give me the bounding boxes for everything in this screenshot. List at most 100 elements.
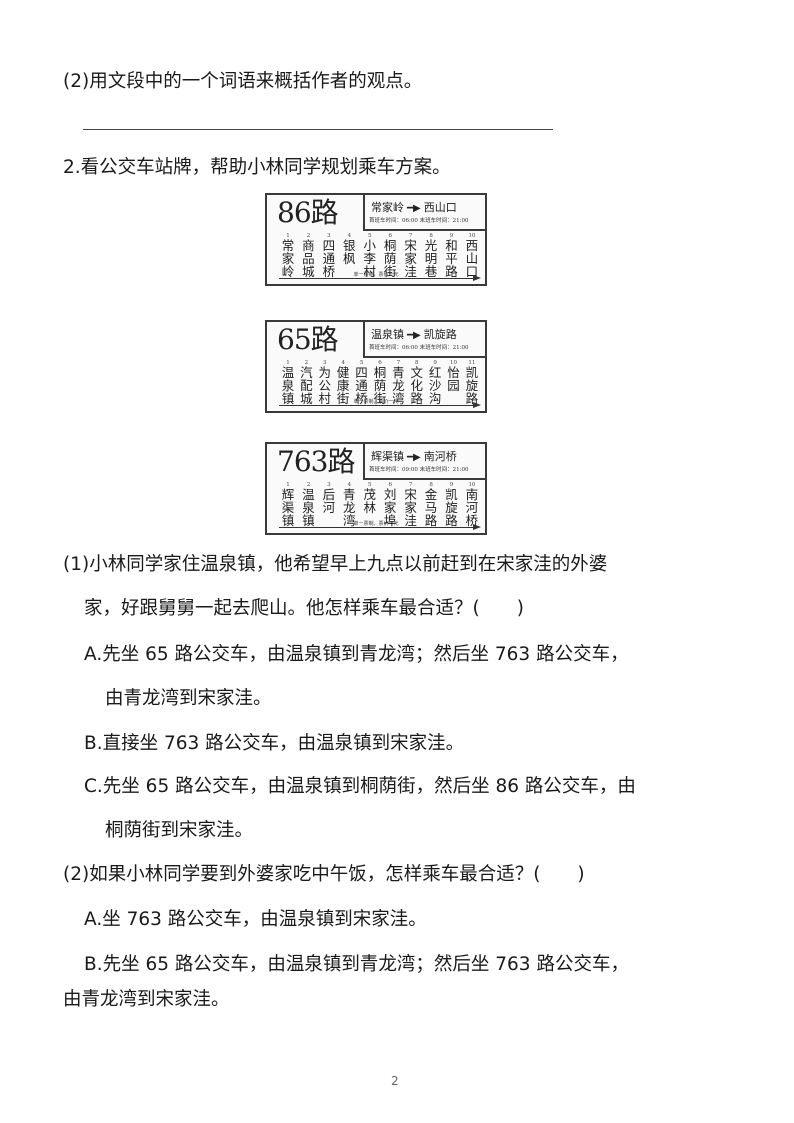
- stop-number: 6: [388, 482, 392, 488]
- stop-name: 青龙湾: [392, 365, 405, 406]
- fare-note: 单一票制，票价一元: [353, 272, 399, 278]
- stop-number: 6: [378, 360, 382, 366]
- direction: 常家岭━▶西山口: [371, 199, 457, 215]
- q2-option-b-line1: B.先坐 65 路公交车，由温泉镇到青龙湾；然后坐 763 路公交车，: [84, 954, 629, 975]
- stop-name: 银枫: [343, 238, 356, 266]
- stop-name: 温泉镇: [281, 365, 295, 406]
- page-number: 2: [391, 1074, 399, 1088]
- stop-name: 汽配城: [300, 365, 313, 406]
- q1-option-b: B.直接坐 763 路公交车，由温泉镇到宋家洼。: [84, 733, 465, 754]
- route-number: 65路: [277, 323, 339, 356]
- direction-to: 西山口: [423, 201, 457, 214]
- stop-number: 3: [327, 233, 331, 239]
- direction: 温泉镇━▶凯旋路: [371, 326, 457, 342]
- q1-option-c-line2: 桐荫街到宋家洼。: [105, 820, 254, 841]
- stop-name: 温泉镇: [302, 487, 315, 528]
- stop-name: 宋家洼: [404, 238, 417, 279]
- direction-to: 南河桥: [423, 450, 457, 463]
- stop-name: 怡园: [447, 365, 460, 393]
- stop-name: 南河桥: [465, 487, 479, 528]
- stop-name: 后河: [322, 487, 336, 515]
- stop-name: 文化路: [410, 365, 423, 406]
- q1-option-a-line1: A.先坐 65 路公交车，由温泉镇到青龙湾；然后坐 763 路公交车，: [84, 644, 629, 665]
- route-number: 86路: [277, 196, 339, 229]
- stop-number: 9: [433, 360, 437, 366]
- sign-header: 常家岭━▶西山口 首班车时间：06:00 末班车时间：21:00: [363, 195, 485, 231]
- direction-from: 辉渠镇: [371, 450, 404, 463]
- q2-stem: (2)如果小林同学要到外婆家吃中午饭，怎样乘车最合适？( ): [63, 864, 585, 885]
- route-arrow-icon: [279, 402, 481, 408]
- stop-name: 刘家埠: [383, 487, 397, 528]
- q1-stem-line1: (1)小林同学家住温泉镇，他希望早上九点以前赶到在宋家洼的外婆: [63, 554, 608, 575]
- stop-number: 4: [347, 233, 352, 239]
- stop-name: 健康街: [336, 365, 350, 406]
- stop-number: 4: [347, 482, 352, 488]
- q1-option-a-line2: 由青龙湾到宋家洼。: [105, 688, 272, 709]
- stop-name: 桐荫街: [383, 238, 397, 279]
- fare-note: 单一票制，票价一元: [353, 399, 399, 405]
- stop-number: 3: [323, 360, 327, 366]
- stop-name: 常家岭: [281, 238, 295, 279]
- stop-number: 1: [286, 233, 290, 239]
- service-times: 首班车时间：09:00 末班车时间：21:00: [369, 467, 469, 473]
- stop-number: 10: [450, 360, 458, 366]
- stop-name: 商品城: [302, 238, 315, 279]
- stop-number: 10: [468, 482, 476, 488]
- stop-name: 四通桥: [322, 238, 336, 279]
- route-arrow-icon: [279, 275, 481, 281]
- stop-number: 5: [359, 360, 364, 366]
- stop-number: 1: [286, 360, 290, 366]
- fare-note: 单一票制，票价一元: [353, 521, 399, 527]
- stop-number: 7: [408, 482, 413, 488]
- route-arrow-icon: [279, 524, 481, 530]
- arrow-right-icon: ━▶: [407, 330, 421, 341]
- question-2-sub: (2)用文段中的一个词语来概括作者的观点。: [63, 71, 423, 92]
- stop-number: 7: [408, 233, 413, 239]
- stop-number: 9: [449, 482, 454, 488]
- sign-header: 温泉镇━▶凯旋路 首班车时间：06:00 末班车时间：21:00: [363, 322, 485, 358]
- direction-from: 温泉镇: [371, 328, 404, 341]
- stop-name: 西山口: [465, 238, 479, 279]
- stop-number: 7: [396, 360, 401, 366]
- q1-stem-line2: 家，好跟舅舅一起去爬山。他怎样乘车最合适？( ): [84, 598, 524, 619]
- stop-number: 2: [306, 233, 311, 239]
- stop-number: 8: [429, 482, 433, 488]
- stop-number: 10: [468, 233, 476, 239]
- stop-name: 宋家洼: [404, 487, 417, 528]
- stop-name: 青龙湾: [343, 487, 356, 528]
- stop-number: 11: [468, 360, 476, 366]
- stop-name: 凯旋路: [465, 365, 479, 406]
- stop-number: 4: [341, 360, 345, 366]
- service-times: 首班车时间：06:00 末班车时间：21:00: [369, 345, 469, 351]
- q2-option-b-line2: 由青龙湾到宋家洼。: [63, 989, 230, 1010]
- q2-option-a: A.坐 763 路公交车，由温泉镇到宋家洼。: [84, 909, 427, 930]
